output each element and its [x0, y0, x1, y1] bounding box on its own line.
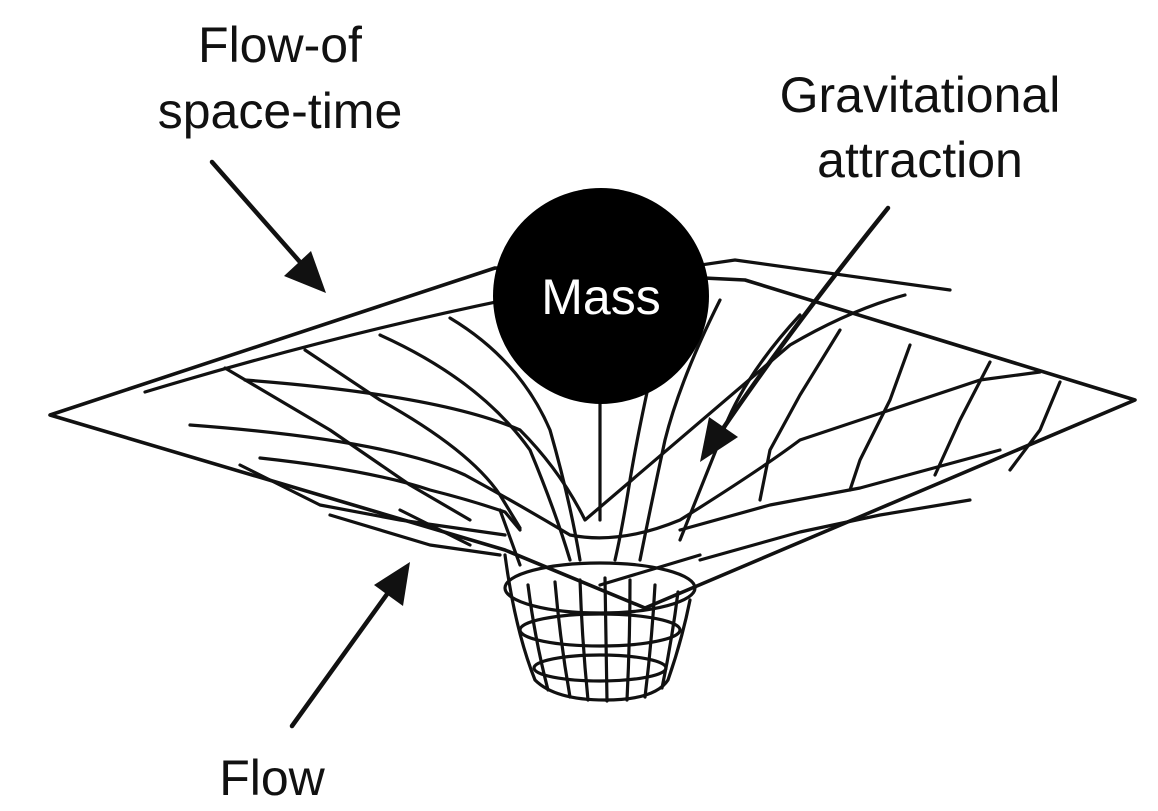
grid-line	[933, 360, 992, 477]
grid-line	[378, 333, 572, 562]
grid-line	[448, 316, 582, 562]
well-rib	[603, 576, 609, 703]
well-rib	[578, 578, 590, 702]
grid-line	[758, 328, 842, 502]
grid-line	[1008, 380, 1062, 472]
arrow-head	[374, 562, 410, 606]
grid-line	[328, 513, 502, 557]
label-gravitational-line1: Gravitational	[780, 67, 1061, 123]
grid-line	[223, 366, 472, 522]
grid-line	[243, 293, 907, 522]
label-flow-of-line1: Flow-of	[198, 17, 362, 73]
well-ring	[518, 612, 682, 648]
arrow-shaft	[209, 159, 303, 265]
arrow-gravitational-attraction	[700, 205, 891, 462]
mass-label: Mass	[541, 269, 660, 325]
well-outline	[503, 553, 692, 702]
label-gravitational-line2: attraction	[817, 132, 1023, 188]
well-rib	[625, 578, 632, 702]
grid-line	[698, 498, 972, 562]
arrow-head	[284, 251, 326, 293]
well-rib	[660, 590, 680, 690]
gravity-well	[503, 553, 697, 703]
grid-line	[638, 298, 722, 562]
grid-line	[598, 553, 702, 587]
well-rib	[526, 583, 550, 692]
well-rib	[553, 580, 572, 699]
arrow-flow-of-space-time	[209, 159, 326, 293]
well-rib	[643, 583, 657, 699]
grid-line	[188, 370, 1042, 540]
label-flow-of-line2: space-time	[158, 83, 403, 139]
grid-line	[303, 348, 522, 530]
grid-line	[258, 456, 522, 532]
arrow-shaft	[289, 587, 393, 729]
grid-line	[678, 448, 1002, 532]
mass-circle	[493, 188, 709, 404]
arrow-head	[700, 417, 738, 462]
label-flow: Flow	[219, 750, 325, 806]
arrow-flow	[289, 562, 410, 729]
sheet-outline	[48, 266, 1137, 610]
arrow-shaft	[719, 205, 891, 433]
mass-sphere: Mass	[493, 188, 709, 404]
grid-line	[848, 343, 912, 492]
